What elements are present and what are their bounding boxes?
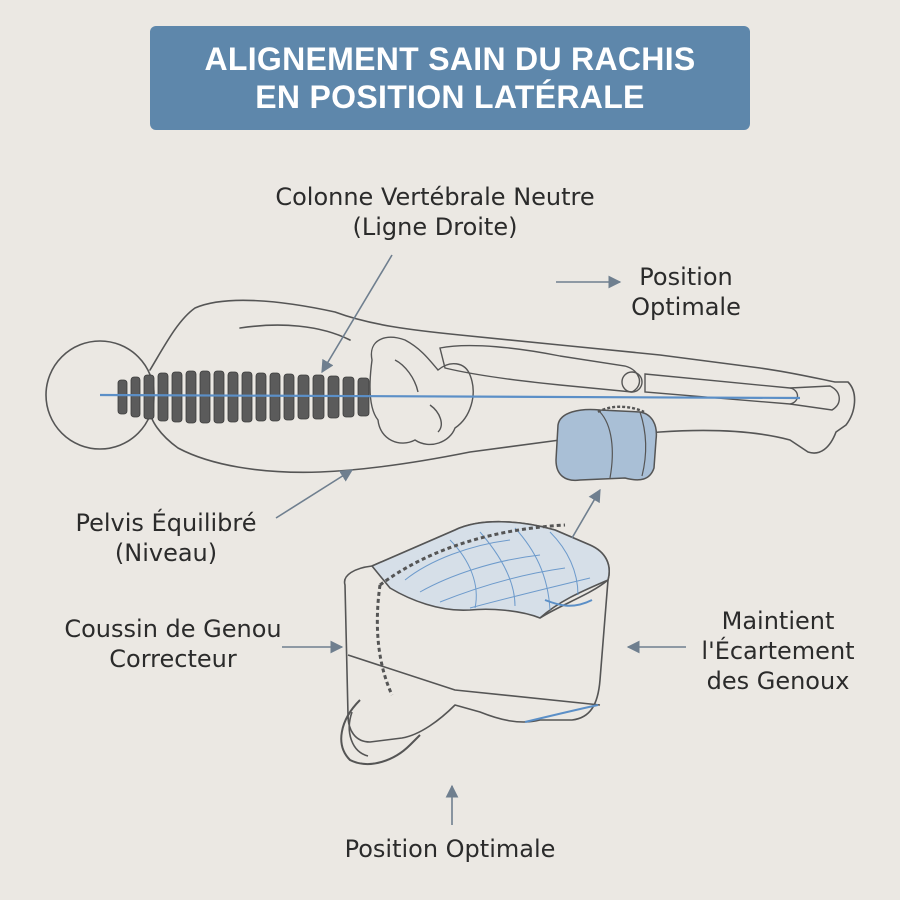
- cushion-side-accent: [544, 599, 593, 607]
- label-position-bottom: Position Optimale: [344, 835, 556, 863]
- title-line-2: EN POSITION LATÉRALE: [255, 79, 645, 115]
- label-cushion: Coussin de Genou Correcteur: [64, 615, 282, 673]
- femur-bone: [439, 344, 641, 393]
- label-pelvis: Pelvis Équilibré (Niveau): [75, 509, 257, 567]
- shoulder-contour: [239, 324, 351, 341]
- label-position-top: Position Optimale: [631, 263, 741, 321]
- cushion-strap: [340, 699, 421, 765]
- braid-top: [379, 523, 566, 587]
- arrow-cushion-up: [571, 488, 601, 539]
- tibia-bone: [644, 373, 799, 405]
- label-knees: Maintient l'Écartement des Genoux: [701, 607, 855, 695]
- pelvis-bone: [369, 336, 474, 446]
- large-cushion: [340, 520, 610, 765]
- foot-bone: [789, 385, 840, 411]
- cushion-front-edge: [539, 579, 609, 619]
- torso-outline: [149, 299, 856, 474]
- label-spine: Colonne Vertébrale Neutre (Ligne Droite): [275, 183, 595, 241]
- cushion-top-fill: [371, 520, 610, 619]
- title-banner: ALIGNEMENT SAIN DU RACHIS EN POSITION LA…: [150, 26, 750, 130]
- knee-joint: [621, 371, 643, 393]
- spine-alignment-line: [99, 393, 801, 400]
- cushion-bottom-accent: [524, 704, 599, 723]
- body-outline: [45, 299, 856, 474]
- braid-left: [375, 584, 394, 696]
- small-cushion: [555, 405, 658, 482]
- vertebrae: [117, 370, 370, 424]
- arrow-pelvis: [275, 469, 354, 519]
- arrows: [275, 254, 686, 825]
- arrow-spine: [321, 254, 393, 374]
- title-line-1: ALIGNEMENT SAIN DU RACHIS: [204, 41, 696, 77]
